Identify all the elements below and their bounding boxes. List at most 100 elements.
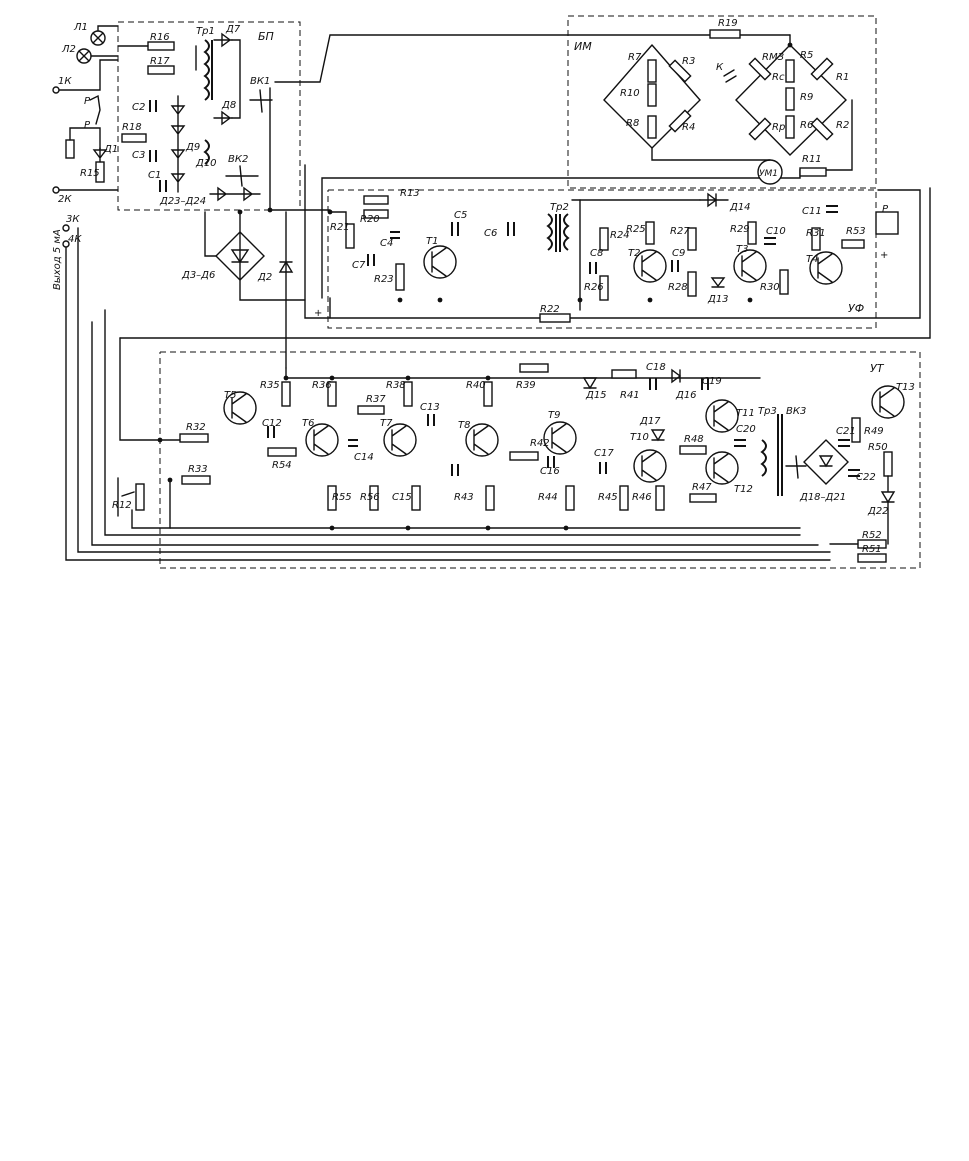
im-measuring-bridge <box>603 29 847 185</box>
component-label: R56 <box>360 492 380 503</box>
transistor-t10-icon <box>633 449 667 483</box>
component-label: T11 <box>736 408 755 419</box>
ut-output-stage <box>117 363 905 563</box>
transistor-t11-icon <box>705 399 739 433</box>
component-label: R44 <box>538 492 558 503</box>
component-label: T13 <box>896 382 915 393</box>
component-label: C21 <box>836 426 856 437</box>
component-label: R53 <box>846 226 866 237</box>
component-label: R32 <box>186 422 206 433</box>
component-label: R2 <box>836 120 849 131</box>
terminal-4k: 4К <box>68 234 82 245</box>
component-label: Д1 <box>103 144 118 155</box>
component-label: R3 <box>682 56 695 67</box>
component-label: R20 <box>360 214 380 225</box>
component-label: R51 <box>862 544 882 555</box>
bp-power-supply <box>65 25 273 202</box>
component-label: C1 <box>148 170 161 181</box>
component-label: Тр1 <box>196 26 215 37</box>
uf-component-labels: R13R20R21C4C7C5C6T1R23Тр2R24C8R26R25T2R2… <box>330 188 866 315</box>
input-terminals <box>52 59 119 248</box>
label-relay-coil: Р <box>882 204 889 215</box>
component-label: C2 <box>132 102 145 113</box>
component-label: T1 <box>426 236 438 247</box>
label-l1: Л1 <box>73 22 88 33</box>
component-label: Д18–Д21 <box>799 492 846 503</box>
component-label: ВК2 <box>228 154 248 165</box>
component-label: R52 <box>862 530 882 541</box>
label-plus-2: + <box>880 250 888 261</box>
component-label: T6 <box>302 418 314 429</box>
uf-amplifier <box>329 192 899 323</box>
component-label: R18 <box>122 122 142 133</box>
component-label: Д2 <box>257 272 272 283</box>
terminal-2k: 2К <box>58 194 72 205</box>
label-um1: УМ1 <box>759 169 778 179</box>
component-label: R4 <box>682 122 695 133</box>
component-label: R50 <box>868 442 888 453</box>
rectifier-bridge <box>204 211 294 281</box>
component-label: Д23–Д24 <box>159 196 206 207</box>
block-label-bp: БП <box>258 30 274 43</box>
component-label: R31 <box>806 228 826 239</box>
component-label: R10 <box>620 88 640 99</box>
component-label: ВК3 <box>786 406 806 417</box>
component-label: R39 <box>516 380 536 391</box>
component-label: R6 <box>800 120 813 131</box>
transistor-t1-icon <box>423 245 457 279</box>
component-label: Тр2 <box>550 202 569 213</box>
component-label: C5 <box>454 210 467 221</box>
component-label: T2 <box>628 248 640 259</box>
component-label: C11 <box>802 206 822 217</box>
component-label: R23 <box>374 274 394 285</box>
component-label: R54 <box>272 460 292 471</box>
component-label: C4 <box>380 238 393 249</box>
component-label: Д15 <box>585 390 607 401</box>
component-label: Д8 <box>221 100 236 111</box>
component-label: R48 <box>684 434 704 445</box>
component-label: R11 <box>802 154 822 165</box>
component-label: C8 <box>590 248 603 259</box>
component-label: Д13 <box>707 294 729 305</box>
component-label: Д17 <box>639 416 661 427</box>
label-relay-p2: Р <box>84 120 91 131</box>
bus-wires <box>65 34 931 561</box>
component-label: R45 <box>598 492 618 503</box>
transistor-t12-icon <box>705 451 739 485</box>
component-label: T12 <box>734 484 753 495</box>
component-label: R12 <box>112 500 132 511</box>
component-label: Д22 <box>867 506 889 517</box>
component-label: Д9 <box>185 142 200 153</box>
component-label: C6 <box>484 228 497 239</box>
component-label: Д14 <box>729 202 751 213</box>
component-label: T3 <box>736 244 748 255</box>
component-label: R15 <box>80 168 100 179</box>
component-label: R26 <box>584 282 604 293</box>
component-label: R24 <box>610 230 630 241</box>
component-label: R35 <box>260 380 280 391</box>
component-label: R37 <box>366 394 386 405</box>
label-k: К <box>716 62 724 73</box>
block-label-uf: УФ <box>848 302 864 315</box>
component-label: R27 <box>670 226 690 237</box>
component-label: Тр3 <box>758 406 777 417</box>
component-label: R40 <box>466 380 486 391</box>
component-label: T4 <box>806 254 818 265</box>
component-label: C16 <box>540 466 560 477</box>
component-label: Д7 <box>225 24 241 35</box>
component-label: Rс <box>772 72 785 83</box>
transistor-t8-icon <box>465 423 499 457</box>
component-label: C10 <box>766 226 786 237</box>
component-label: R43 <box>454 492 474 503</box>
component-label: R36 <box>312 380 332 391</box>
component-label: R17 <box>150 56 170 67</box>
block-label-im: ИМ <box>574 40 592 53</box>
label-relay-p: Р <box>84 96 91 107</box>
terminal-1k: 1К <box>58 76 72 87</box>
component-label: R13 <box>400 188 420 199</box>
label-plus-1: + <box>314 308 322 319</box>
